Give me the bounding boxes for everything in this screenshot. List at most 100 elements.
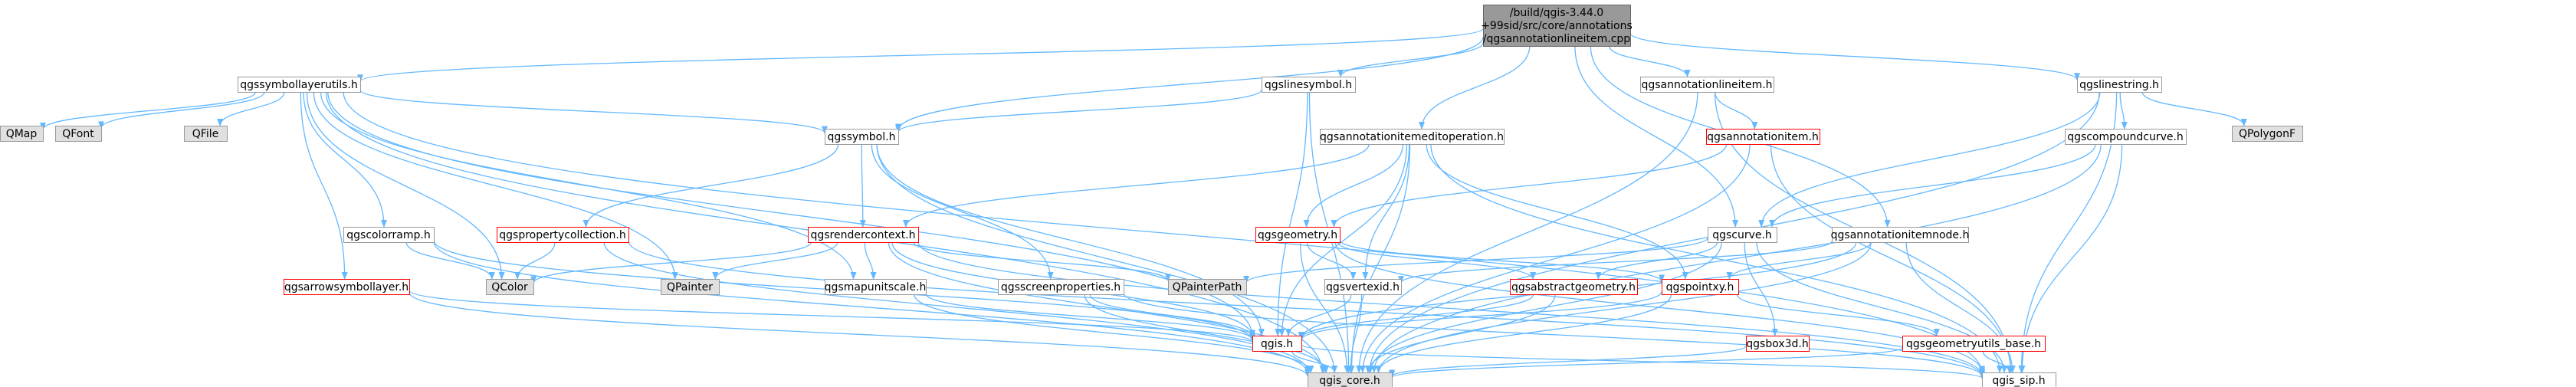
node-box: [1832, 227, 1969, 243]
node-box: [486, 279, 534, 295]
node-label: QPainterPath: [1173, 281, 1242, 294]
node-qgsrendercontext[interactable]: qgsrendercontext.h: [808, 227, 919, 243]
edge-qgssymbol-to-qgspropertycollection: [582, 143, 839, 228]
node-qgsannotationlineitem[interactable]: qgsannotationlineitem.h: [1640, 77, 1774, 93]
edge-qgssymbollayerutils-to-qgssymbol: [359, 89, 828, 134]
nodes-layer: /build/qgis-3.44.0+99sid/src/core/annota…: [0, 5, 2303, 387]
node-qgsmapunitscale[interactable]: qgsmapunitscale.h: [825, 279, 927, 295]
node-box: [343, 227, 435, 243]
node-QPainterPath: QPainterPath: [1168, 279, 1247, 295]
node-label: qgsannotationitem.h: [1707, 131, 1819, 143]
node-qgslinesymbol[interactable]: qgslinesymbol.h: [1262, 77, 1356, 93]
edge-qgsannotationitemeditoperation-to-qgis_sip: [1430, 143, 2003, 373]
node-label: qgscompoundcurve.h: [2067, 131, 2184, 143]
node-label: QFont: [62, 128, 94, 140]
edge-qgis-to-qgis_sip: [1301, 344, 1985, 379]
node-qgsannotationitemeditoperation[interactable]: qgsannotationitemeditoperation.h: [1320, 129, 1505, 145]
node-root[interactable]: /build/qgis-3.44.0+99sid/src/core/annota…: [1481, 5, 1633, 47]
node-qgis_sip[interactable]: qgis_sip.h: [1982, 372, 2056, 387]
edge-qgscompoundcurve-to-qgis_sip: [2019, 143, 2123, 373]
node-qgslinestring[interactable]: qgslinestring.h: [2077, 77, 2162, 93]
edge-qgscurve-to-QPainterPath: [1243, 237, 1708, 284]
node-qgssymbol[interactable]: qgssymbol.h: [825, 129, 899, 145]
node-qgsannotationitem[interactable]: qgsannotationitem.h: [1706, 129, 1820, 145]
node-qgspropertycollection[interactable]: qgspropertycollection.h: [497, 227, 629, 243]
node-qgscolorramp[interactable]: qgscolorramp.h: [343, 227, 435, 243]
node-label: qgscolorramp.h: [346, 229, 430, 241]
edge-qgsannotationitemeditoperation-to-qgsgeometry: [1303, 143, 1404, 228]
node-box: [1308, 372, 1393, 387]
node-label: qgsvertexid.h: [1326, 281, 1400, 294]
node-label: qgspropertycollection.h: [499, 229, 626, 241]
node-qgsannotationitemnode[interactable]: qgsannotationitemnode.h: [1831, 227, 1970, 243]
edge-root-to-qgsannotationitemeditoperation: [1419, 45, 1531, 130]
edge-root-to-qgssymbol: [895, 37, 1484, 132]
node-label: qgsannotationitemeditoperation.h: [1320, 131, 1504, 143]
node-label: qgis.h: [1261, 338, 1293, 350]
edge-root-to-qgsannotationlineitem: [1609, 45, 1691, 77]
edge-qgspropertycollection-to-QColor: [514, 241, 556, 280]
node-qgsvertexid[interactable]: qgsvertexid.h: [1324, 279, 1402, 295]
edge-qgsannotationitemnode-to-qgis_core: [1375, 241, 1872, 373]
edge-qgssymbollayerutils-to-qgscolorramp: [303, 91, 387, 228]
node-box: [1662, 279, 1739, 295]
node-qgis[interactable]: qgis.h: [1252, 336, 1302, 352]
edge-qgsannotationitem-to-qgis_core: [1359, 143, 1751, 373]
node-box: [1510, 279, 1638, 295]
node-label: QMap: [6, 128, 38, 140]
node-box: [808, 227, 919, 243]
edge-qgssymbollayerutils-to-QFont: [98, 91, 265, 130]
node-label: qgsarrowsymbollayer.h: [284, 281, 409, 294]
edge-qgssymbol-to-qgis: [876, 143, 1265, 336]
node-label: qgsscreenproperties.h: [1001, 281, 1121, 294]
edge-qgsgeometryutils_base-to-qgis_core: [1389, 346, 1903, 379]
node-label: /qgsannotationlineitem.cpp: [1483, 33, 1630, 45]
edge-qgslinesymbol-to-qgis: [1275, 91, 1308, 336]
node-box: [1982, 372, 2056, 387]
edge-qgslinestring-to-qgscurve: [1758, 91, 2101, 228]
node-qgsarrowsymbollayer[interactable]: qgsarrowsymbollayer.h: [284, 279, 410, 295]
node-qgspointxy[interactable]: qgspointxy.h: [1662, 279, 1739, 295]
edge-qgssymbollayerutils-to-QMap: [40, 91, 257, 130]
node-label: QPolygonF: [2239, 128, 2295, 140]
edge-root-to-qgssymbollayerutils: [357, 28, 1484, 83]
node-label: /build/qgis-3.44.0: [1510, 7, 1603, 19]
edge-qgsannotationitemeditoperation-to-qgsrendercontext: [903, 143, 1370, 228]
node-qgsgeometryutils_base[interactable]: qgsgeometryutils_base.h: [1902, 336, 2046, 352]
node-qgssymbollayerutils[interactable]: qgssymbollayerutils.h: [238, 77, 361, 93]
node-label: qgscurve.h: [1712, 229, 1772, 241]
node-qgsabstractgeometry[interactable]: qgsabstractgeometry.h: [1510, 279, 1638, 295]
node-qgscurve[interactable]: qgscurve.h: [1708, 227, 1777, 243]
edge-qgspointxy-to-qgis_core: [1375, 294, 1672, 373]
edge-qgsgeometryutils_base-to-qgis_sip: [1982, 350, 2013, 373]
edge-qgslinesymbol-to-qgssymbol: [895, 89, 1262, 133]
node-box: [2232, 126, 2303, 142]
edge-qgsvertexid-to-qgis: [1285, 294, 1352, 336]
edge-qgsabstractgeometry-to-qgis: [1298, 294, 1534, 339]
node-box: [998, 279, 1124, 295]
node-qgsgeometry[interactable]: qgsgeometry.h: [1255, 227, 1341, 243]
node-qgis_core: qgis_core.h: [1308, 372, 1393, 387]
edge-qgsmapunitscale-to-qgis: [925, 294, 1255, 341]
node-qgscompoundcurve[interactable]: qgscompoundcurve.h: [2065, 129, 2187, 145]
edge-root-to-qgslinesymbol: [1337, 42, 1484, 77]
edge-qgsvertexid-to-qgis_core: [1347, 294, 1363, 373]
edge-qgsannotationlineitem-to-qgis_core: [1356, 91, 1698, 373]
edge-root-to-qgscurve: [1574, 45, 1739, 228]
node-box: [2077, 77, 2162, 93]
node-QPolygonF: QPolygonF: [2232, 126, 2303, 142]
node-label: qgsgeometry.h: [1258, 229, 1337, 241]
node-label: qgsbox3d.h: [1746, 338, 1809, 350]
node-qgsbox3d[interactable]: qgsbox3d.h: [1746, 336, 1810, 352]
node-label: qgsabstractgeometry.h: [1511, 281, 1636, 294]
node-QPainter: QPainter: [661, 279, 720, 295]
edge-root-to-qgslinestring: [1629, 32, 2080, 81]
node-box: [1708, 227, 1777, 243]
node-qgsscreenproperties[interactable]: qgsscreenproperties.h: [998, 279, 1124, 295]
edge-qgsannotationitemnode-to-qgspointxy: [1726, 241, 1872, 280]
node-QFile: QFile: [184, 126, 228, 142]
edge-qgspointxy-to-qgis: [1298, 291, 1662, 341]
node-box: [2065, 129, 2187, 145]
node-label: qgsmapunitscale.h: [825, 281, 927, 294]
